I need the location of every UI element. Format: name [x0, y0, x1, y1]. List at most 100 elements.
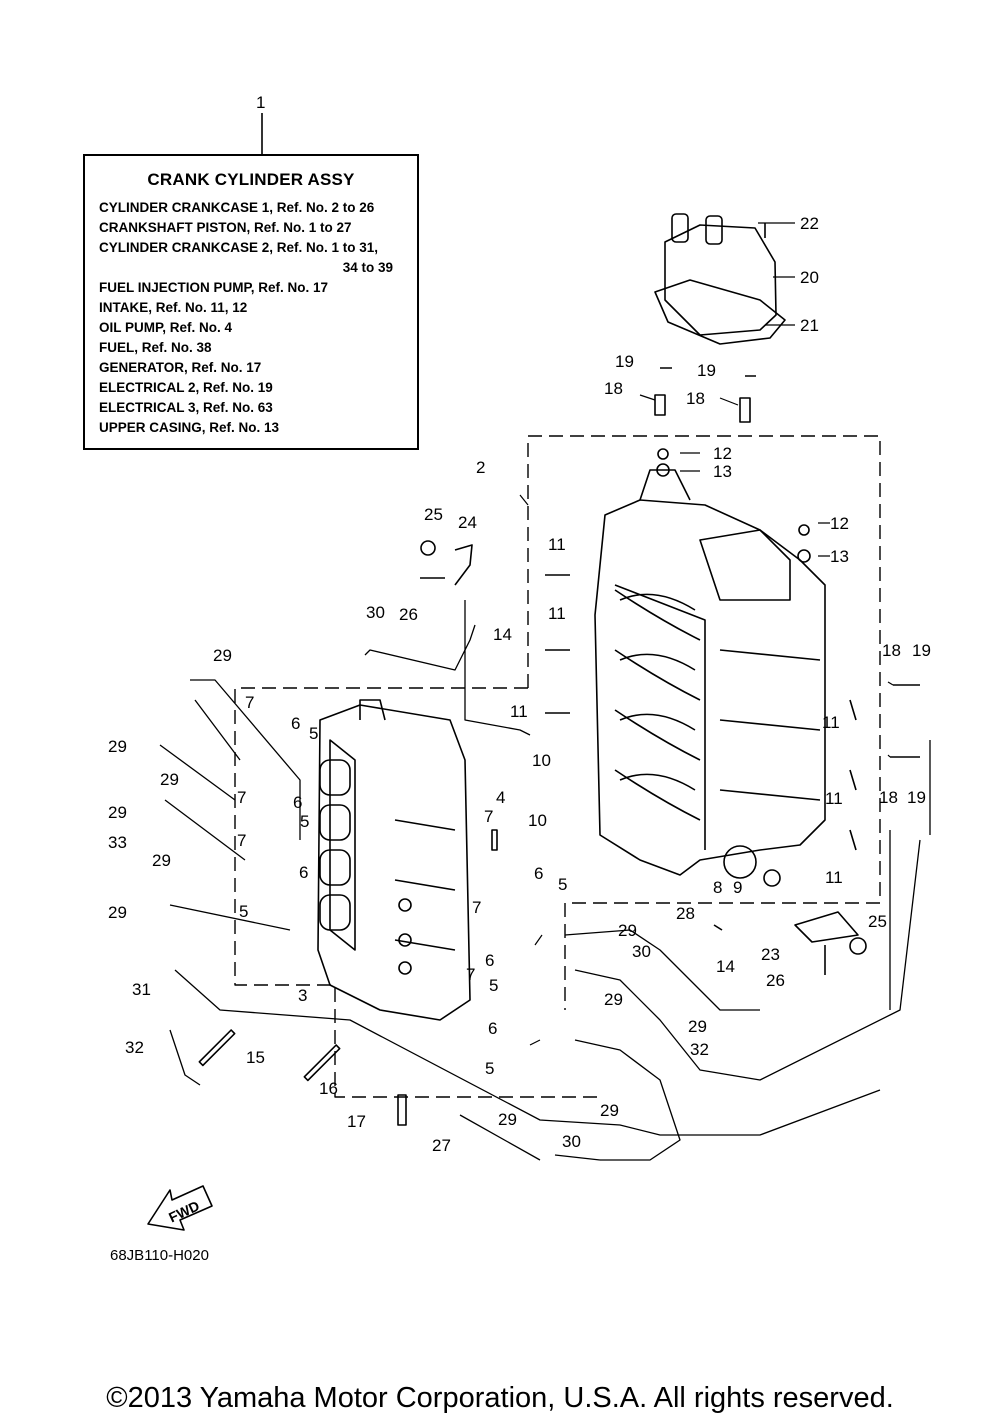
legend-line: CYLINDER CRANKCASE 1, Ref. No. 2 to 26 [99, 200, 375, 215]
callout-6: 6 [485, 951, 494, 970]
callout-6: 6 [534, 864, 543, 883]
callout-19: 19 [912, 641, 931, 660]
callout-13: 13 [830, 547, 849, 566]
callout-7: 7 [472, 898, 481, 917]
callout-29: 29 [604, 990, 623, 1009]
callout-18: 18 [686, 389, 705, 408]
callout-6: 6 [299, 863, 308, 882]
legend-line: INTAKE, Ref. No. 11, 12 [99, 300, 248, 315]
callout-14: 14 [716, 957, 735, 976]
drawing-code: 68JB110-H020 [110, 1247, 209, 1264]
callout-16: 16 [319, 1079, 338, 1098]
callout-7: 7 [466, 965, 475, 984]
legend-line: ELECTRICAL 2, Ref. No. 19 [99, 380, 273, 395]
legend-title: CRANK CYLINDER ASSY [147, 170, 355, 189]
callout-7: 7 [237, 831, 246, 850]
small-parts [198, 223, 920, 1126]
callout-12: 12 [830, 514, 849, 533]
callout-19: 19 [697, 361, 716, 380]
callout-6: 6 [293, 793, 302, 812]
callout-5: 5 [239, 902, 248, 921]
legend-line: CRANKSHAFT PISTON, Ref. No. 1 to 27 [99, 220, 352, 235]
fwd-arrow [147, 1185, 213, 1231]
callout-4: 4 [496, 788, 505, 807]
callout-33: 33 [108, 833, 127, 852]
callout-15: 15 [246, 1048, 265, 1067]
callout-10: 10 [532, 751, 551, 770]
callout-13: 13 [713, 462, 732, 481]
callout-11: 11 [825, 868, 843, 887]
legend-line: CYLINDER CRANKCASE 2, Ref. No. 1 to 31, [99, 240, 379, 255]
callout-5: 5 [485, 1059, 494, 1078]
legend-line: GENERATOR, Ref. No. 17 [99, 360, 262, 375]
callout-9: 9 [733, 878, 742, 897]
copyright-notice: ©2013 Yamaha Motor Corporation, U.S.A. A… [106, 1382, 894, 1414]
crankcase-block [594, 469, 826, 876]
callout-29: 29 [108, 737, 127, 756]
callout-30: 30 [366, 603, 385, 622]
callout-8: 8 [713, 878, 722, 897]
callout-11: 11 [548, 535, 566, 554]
callout-leaders [519, 222, 894, 1046]
callout-29: 29 [213, 646, 232, 665]
callout-18: 18 [879, 788, 898, 807]
callout-10: 10 [528, 811, 547, 830]
callout-11: 11 [548, 604, 566, 623]
callout-1: 1 [256, 93, 265, 112]
callout-7: 7 [237, 788, 246, 807]
callout-32: 32 [690, 1040, 709, 1059]
callout-27: 27 [432, 1136, 451, 1155]
callout-30: 30 [562, 1132, 581, 1151]
callout-29: 29 [108, 903, 127, 922]
cylinder-block [317, 699, 471, 1021]
legend-line: FUEL, Ref. No. 38 [99, 340, 212, 355]
callout-21: 21 [800, 316, 819, 335]
callout-7: 7 [245, 693, 254, 712]
callout-18: 18 [604, 379, 623, 398]
callout-3: 3 [298, 986, 307, 1005]
callout-19: 19 [615, 352, 634, 371]
callout-29: 29 [152, 851, 171, 870]
callout-2: 2 [476, 458, 485, 477]
callout-18: 18 [882, 641, 901, 660]
callout-26: 26 [766, 971, 785, 990]
callout-labels: 1 2 3 4 5 5 5 5 5 5 6 6 6 6 6 6 7 7 7 7 … [108, 93, 931, 1225]
callout-6: 6 [488, 1019, 497, 1038]
callout-25: 25 [868, 912, 887, 931]
legend-line: UPPER CASING, Ref. No. 13 [99, 420, 280, 435]
callout-26: 26 [399, 605, 418, 624]
hose-lines [159, 600, 931, 1161]
callout-29: 29 [498, 1110, 517, 1129]
callout-14: 14 [493, 625, 512, 644]
callout-29: 29 [108, 803, 127, 822]
callout-32: 32 [125, 1038, 144, 1057]
callout-24: 24 [458, 513, 477, 532]
callout-29: 29 [160, 770, 179, 789]
callout-29: 29 [688, 1017, 707, 1036]
callout-7: 7 [484, 807, 493, 826]
callout-17: 17 [347, 1112, 366, 1131]
legend-line: FUEL INJECTION PUMP, Ref. No. 17 [99, 280, 329, 295]
callout-29: 29 [600, 1101, 619, 1120]
callout-11: 11 [510, 702, 528, 721]
fwd-label: FWD [166, 1197, 202, 1225]
cylinder-head-cover [654, 213, 786, 345]
callout-23: 23 [761, 945, 780, 964]
callout-20: 20 [800, 268, 819, 287]
legend-line: ELECTRICAL 3, Ref. No. 63 [99, 400, 273, 415]
callout-12: 12 [713, 444, 732, 463]
crankcase-boundary [234, 435, 881, 1098]
callout-5: 5 [558, 875, 567, 894]
callout-5: 5 [309, 724, 318, 743]
legend-line: OIL PUMP, Ref. No. 4 [99, 320, 233, 335]
callout-25: 25 [424, 505, 443, 524]
callout-5: 5 [300, 812, 309, 831]
legend-line: 34 to 39 [342, 260, 393, 275]
callout-28: 28 [676, 904, 695, 923]
callout-22: 22 [800, 214, 819, 233]
callout-19: 19 [907, 788, 926, 807]
callout-29: 29 [618, 921, 637, 940]
callout-5: 5 [489, 976, 498, 995]
assembly-legend-box: CRANK CYLINDER ASSY CYLINDER CRANKCASE 1… [83, 154, 419, 450]
